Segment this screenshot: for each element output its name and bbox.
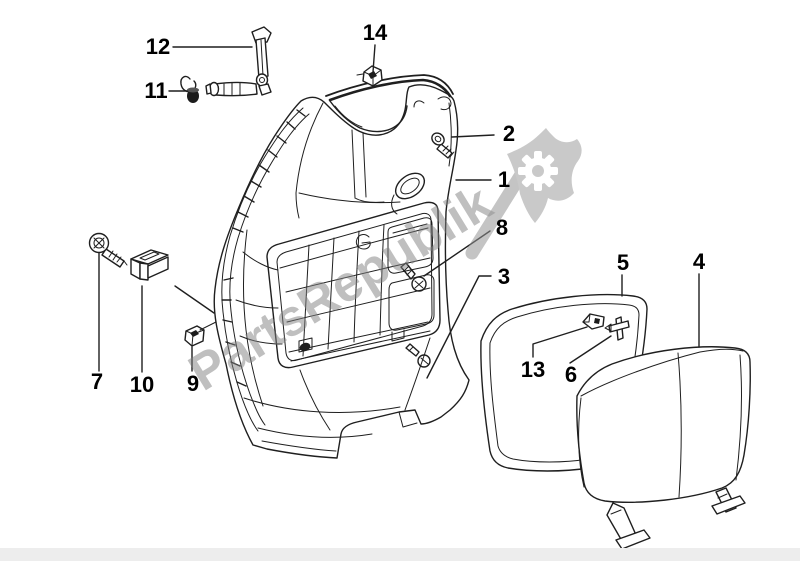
callout-label-13: 13	[520, 357, 546, 382]
part-screw-8	[400, 262, 427, 292]
callout-label-10: 10	[129, 372, 155, 397]
part-clip-9	[184, 321, 217, 347]
part-pin-6	[604, 316, 630, 341]
part-latch-13	[582, 313, 605, 330]
callout-label-5: 5	[616, 250, 630, 275]
part-screw-lower	[405, 343, 431, 368]
part-bracket-10	[130, 249, 169, 281]
door-tab-right	[711, 487, 746, 515]
callout-label-8: 8	[495, 215, 509, 240]
part-screw-7	[88, 232, 128, 268]
part-main-body	[213, 74, 470, 459]
callout-label-7: 7	[90, 369, 104, 394]
footer-strip	[0, 548, 800, 561]
callout-label-12: 12	[145, 34, 171, 59]
callout-label-14: 14	[362, 20, 388, 45]
callout-label-1: 1	[497, 167, 511, 192]
callout-label-11: 11	[144, 78, 168, 103]
callout-label-4: 4	[692, 249, 706, 274]
flange-ticks	[221, 109, 306, 387]
callout-label-2: 2	[502, 121, 516, 146]
callout-label-6: 6	[564, 362, 578, 387]
callout-label-3: 3	[497, 264, 511, 289]
gear-icon	[518, 151, 558, 191]
part-screw-2	[431, 132, 455, 159]
part-clip-14	[356, 65, 383, 87]
part-door	[576, 346, 751, 550]
door-tab-left	[606, 502, 651, 550]
leader-lines	[98, 44, 700, 379]
callout-label-9: 9	[186, 371, 200, 396]
part-lever-12	[205, 26, 272, 97]
part-hook-11	[180, 75, 199, 103]
